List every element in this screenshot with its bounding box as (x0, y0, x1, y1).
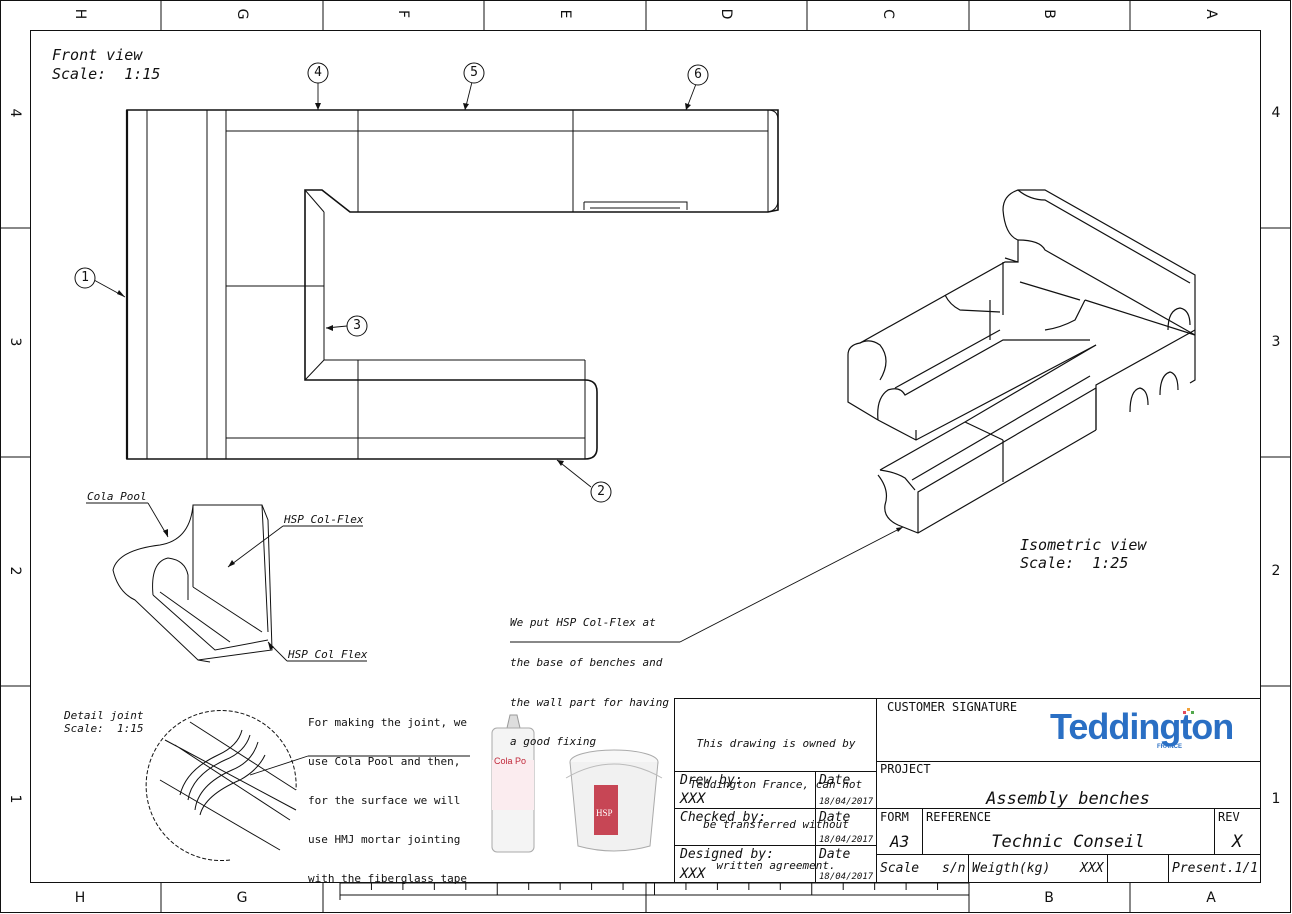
note-joint-line: for the surface we will (308, 794, 461, 807)
zone-number: 2 (1271, 563, 1281, 579)
side-zone-dividers (0, 227, 1291, 687)
leader-arrowheads (117, 103, 903, 650)
note-benches-line: the wall part for having (510, 695, 669, 709)
balloon-5: 5 (470, 65, 478, 80)
ownership-notice: This drawing is owned by Teddington Fran… (678, 710, 874, 886)
weight-label: Weigth(kg) (972, 861, 1051, 876)
designed-by-label: Designed by: (680, 847, 774, 862)
zone-number: 1 (7, 794, 23, 804)
zone-letter: C (880, 9, 896, 19)
balloon-1: 1 (81, 270, 89, 285)
rev-label: REV (1218, 810, 1240, 824)
title-block-grid (674, 698, 1261, 883)
note-joint-line: use HMJ mortar jointing (308, 833, 461, 846)
isometric-view-title: Isometric view (1020, 536, 1147, 554)
ownership-line: This drawing is owned by (696, 737, 856, 750)
note-benches: We put HSP Col-Flex at the base of bench… (510, 590, 669, 762)
bucket-label: HSP (596, 808, 613, 818)
front-view-scale: Scale: 1:15 (52, 65, 161, 83)
logo-subtitle: FRANCE (1157, 744, 1182, 750)
weight-value: XXX (1080, 861, 1104, 876)
drew-by-value: XXX (680, 791, 706, 807)
top-zone-dividers (160, 0, 1131, 30)
zone-number: 2 (7, 566, 23, 576)
isometric-view-scale: Scale: 1:25 (1020, 554, 1129, 572)
drew-by-label: Drew by: (680, 773, 743, 788)
form-value: A3 (890, 832, 910, 851)
teddington-logo: Teddington FRANCE (1050, 706, 1240, 756)
date-value: 18/04/2017 (819, 872, 874, 882)
note-benches-line: the base of benches and (510, 656, 663, 670)
detail-joint-title: Detail joint (64, 709, 144, 722)
bottom-zone-dividers (160, 883, 1131, 913)
label-cola-pool: Cola Pool (87, 490, 147, 503)
note-benches-line: We put HSP Col-Flex at (510, 616, 656, 630)
date-label: Date (819, 847, 851, 862)
date-label: Date (819, 773, 851, 788)
present-value: Present.1/1 (1172, 861, 1259, 876)
zone-number: 4 (7, 108, 23, 118)
front-view-title: Front view (52, 46, 143, 64)
isometric-view-geometry (847, 189, 1196, 534)
zone-letter: G (236, 890, 248, 906)
cartridge-image (491, 714, 535, 853)
designed-by-value: XXX (680, 866, 706, 882)
logo-dots-icon (1183, 708, 1195, 716)
ownership-line: Teddington France, can not (689, 777, 863, 791)
front-view-geometry (125, 109, 779, 460)
label-hsp-col-flex-top: HSP Col-Flex (284, 513, 364, 526)
leader-lines (86, 81, 904, 776)
balloon-4: 4 (314, 65, 322, 80)
reference-value: Technic Conseil (991, 832, 1145, 852)
note-joint-line: use Cola Pool and then, (308, 755, 461, 768)
note-joint: For making the joint, we use Cola Pool a… (308, 690, 467, 898)
balloon-6: 6 (694, 67, 702, 82)
date-label: Date (819, 810, 851, 825)
scale-ticks (339, 883, 970, 895)
zone-letter: E (557, 9, 573, 19)
zone-letter: H (72, 8, 88, 20)
balloon-circles (74, 62, 709, 503)
zone-number: 1 (1271, 791, 1281, 807)
zone-letter: G (234, 8, 250, 20)
zone-letter: B (1044, 890, 1054, 906)
detail-joint-scale: Scale: 1:15 (64, 722, 144, 735)
scale-label: Scale (880, 861, 920, 876)
zone-letter: A (1203, 9, 1219, 19)
zone-letter: B (1041, 9, 1057, 19)
note-joint-line: with the fiberglass tape (308, 872, 467, 885)
scale-value: s/n (942, 861, 966, 876)
note-joint-line: For making the joint, we (308, 716, 467, 729)
zone-letter: D (718, 8, 734, 20)
ownership-line: be transferred without (703, 818, 849, 831)
zone-number: 4 (1271, 105, 1281, 121)
zone-letter: A (1206, 890, 1216, 906)
project-value: Assembly benches (986, 789, 1150, 809)
detail-joint-geometry (145, 710, 297, 862)
note-benches-line: a good fixing (510, 735, 597, 749)
project-label: PROJECT (880, 762, 931, 776)
date-value: 18/04/2017 (819, 797, 874, 807)
zone-letter: F (395, 9, 411, 19)
checked-by-label: Checked by: (680, 810, 767, 825)
zone-letter: H (74, 890, 86, 906)
section-detail-geometry (112, 504, 273, 663)
bucket-image (565, 749, 663, 852)
logo-wordmark: Teddington (1050, 706, 1234, 747)
customer-signature-label: CUSTOMER SIGNATURE (887, 700, 1018, 714)
label-hsp-col-flex-bottom: HSP Col Flex (288, 648, 368, 661)
zone-number: 3 (7, 337, 23, 347)
balloon-3: 3 (353, 318, 361, 333)
form-label: FORM (880, 810, 909, 824)
rev-value: X (1232, 832, 1243, 852)
cartridge-label: Cola Po (494, 756, 527, 766)
zone-number: 3 (1271, 334, 1281, 350)
ownership-line: written agreement. (716, 858, 836, 872)
date-value: 18/04/2017 (819, 835, 874, 845)
reference-label: REFERENCE (926, 810, 992, 824)
balloon-2: 2 (597, 484, 605, 499)
